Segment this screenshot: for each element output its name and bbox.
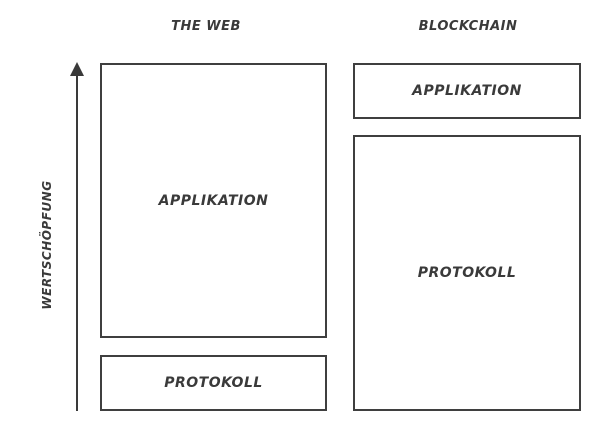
blockchain-protocol-label: PROTOKOLL	[417, 265, 517, 281]
column-title-blockchain: BLOCKCHAIN	[418, 19, 518, 34]
web-application-label: APPLIKATION	[158, 192, 269, 209]
blockchain-application-box: APPLIKATION	[353, 63, 581, 119]
axis-arrow-icon	[70, 62, 84, 76]
web-protocol-label: PROTOKOLL	[164, 375, 263, 391]
column-title-web: THE WEB	[171, 19, 241, 34]
blockchain-application-label: APPLIKATION	[412, 83, 522, 99]
value-axis-line	[76, 74, 78, 411]
web-application-box: APPLIKATION	[100, 63, 327, 338]
axis-label: WERTSCHÖPFUNG	[40, 180, 54, 310]
blockchain-protocol-box: PROTOKOLL	[353, 135, 581, 411]
web-protocol-box: PROTOKOLL	[100, 355, 327, 411]
